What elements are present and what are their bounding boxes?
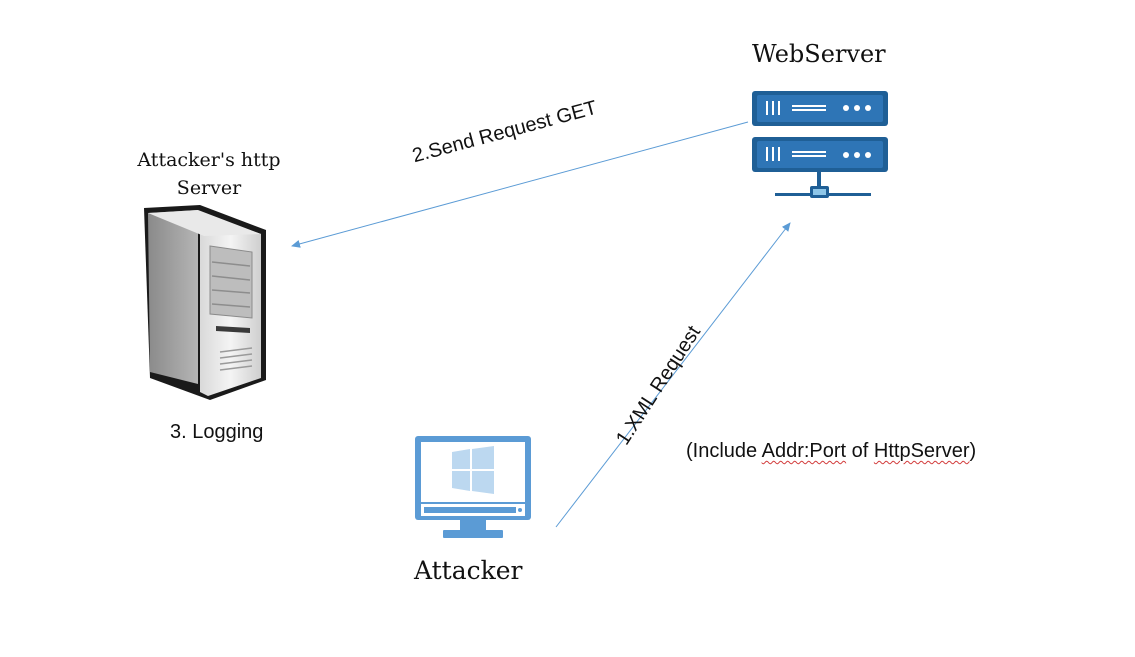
send-request-arrow [291,121,749,248]
attacker-server-label-line1: Attacker's http [137,149,281,171]
include-note-prefix: (Include [686,440,762,462]
tower-server-icon [144,205,266,400]
include-note-addr: Addr:Port [761,440,847,462]
webserver-label: WebServer [752,40,886,68]
xml-request-arrow [555,222,791,528]
include-note-mid: of [846,440,874,462]
attacker-label: Attacker [414,556,523,585]
include-addr-port-note: (Include Addr:Port of HttpServer) [686,440,976,463]
attacker-server-label: Attacker's http Server [119,146,299,202]
include-note-suffix: ) [969,440,977,462]
logging-label: 3. Logging [170,421,264,443]
attacker-server-label-line2: Server [176,177,242,199]
include-note-server: HttpServer [873,440,970,462]
server-rack-icon [752,91,888,198]
windows-monitor-icon [415,436,531,538]
